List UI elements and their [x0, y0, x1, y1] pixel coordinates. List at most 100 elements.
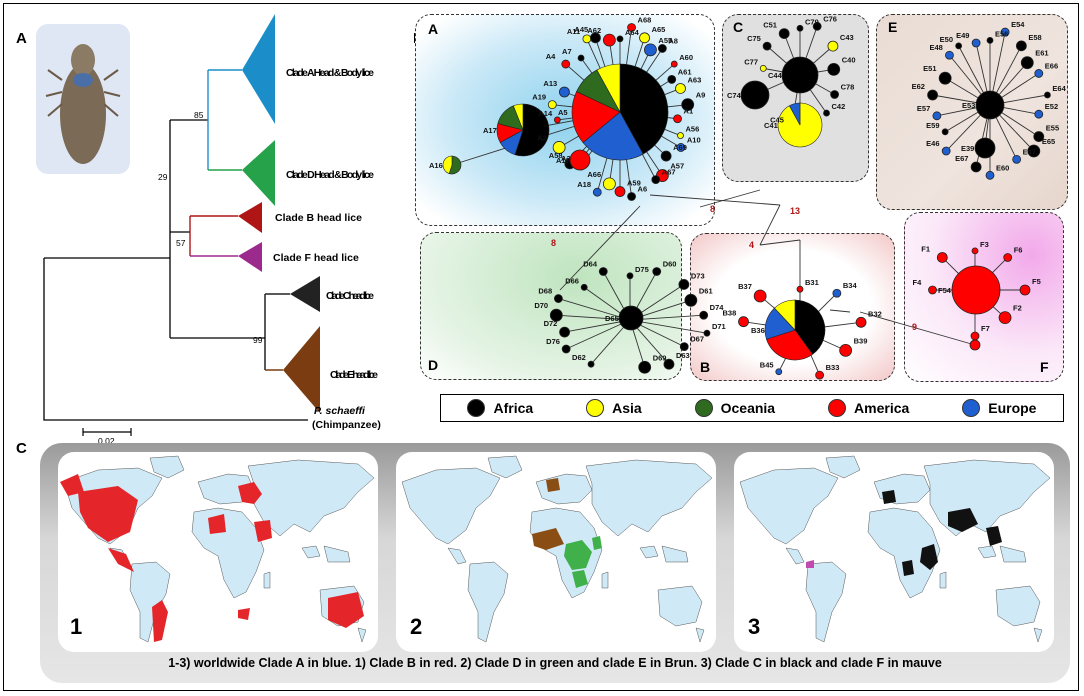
haplotype-label: C74 [727, 91, 742, 100]
haplotype-label: B34 [843, 281, 858, 290]
bootstrap-85: 85 [194, 110, 204, 120]
figure-frame [3, 3, 1079, 691]
haplotype-label: E55 [1046, 124, 1059, 133]
panel-label-a: A [16, 30, 27, 47]
haplotype-label: B38 [723, 309, 737, 318]
haplotype-label: B33 [826, 363, 840, 372]
haplotype-d65 [618, 305, 644, 331]
haplotype-label: A11 [567, 27, 580, 36]
haplotype-label: A9 [696, 91, 706, 100]
haplotype-c74 [740, 80, 770, 110]
clade-a-triangle [242, 14, 275, 124]
haplotype-a9 [681, 98, 695, 112]
haplotype-e62 [927, 89, 938, 101]
haplotype-label: A18 [577, 180, 591, 189]
haplotype-b38 [738, 316, 749, 328]
haplotype-label: F3 [980, 240, 989, 249]
haplotype-f1 [936, 252, 948, 263]
link-label-4: 4 [749, 240, 754, 250]
louse-photo [36, 24, 130, 174]
haplotype-label: A17 [483, 126, 497, 135]
haplotype-e65 [1027, 144, 1041, 158]
haplotype-label: A66 [587, 170, 601, 179]
link-label-9: 9 [912, 322, 917, 332]
haplotype-label: D72 [544, 319, 558, 328]
link-label-8b: 8 [551, 238, 556, 248]
haplotype-d64 [598, 267, 608, 276]
haplotype-b37 [753, 289, 767, 303]
haplotype-label: C79 [805, 17, 819, 26]
network-letter-c: C [733, 19, 743, 35]
haplotype-label: A59 [627, 179, 641, 188]
haplotype-a12 [569, 149, 591, 171]
haplotype-label: E67 [955, 154, 968, 163]
scale-bar: 0.02 [82, 428, 132, 446]
haplotype-label: A65 [652, 25, 666, 34]
haplotype-e66 [1034, 69, 1044, 78]
haplotype-label: A1 [684, 107, 694, 116]
legend-europe: Europe [962, 399, 1036, 417]
haplotype-c40 [827, 62, 841, 76]
haplotype-a68 [627, 23, 636, 32]
haplotype-d74 [699, 310, 709, 320]
haplotype-b33 [815, 370, 825, 380]
haplotype-e47 [1012, 154, 1022, 164]
haplotype-a19 [547, 100, 557, 110]
haplotype-f6 [1003, 253, 1013, 262]
haplotype-label: E48 [929, 43, 942, 52]
haplotype-a66 [602, 177, 616, 191]
haplotype-a16 [442, 155, 462, 175]
haplotype-label: D61 [699, 286, 713, 295]
haplotype-label: E59 [926, 121, 939, 130]
haplotype-label: D60 [663, 260, 677, 269]
clade-f-triangle [238, 242, 262, 272]
legend-africa: Africa [467, 399, 533, 417]
haplotype-label: E39 [961, 144, 974, 153]
clade-c-triangle [290, 276, 320, 312]
legend-asia: Asia [586, 399, 642, 417]
haplotype-label: D68 [538, 287, 552, 296]
haplotype-label: A10 [687, 135, 701, 144]
haplotype-label: E52 [1045, 102, 1058, 111]
haplotype-label: F2 [1013, 304, 1022, 313]
haplotype-a63 [675, 83, 686, 94]
haplotype-e50 [955, 42, 963, 50]
haplotype-a55 [644, 43, 657, 57]
network-letter-f: F [1040, 359, 1049, 375]
outgroup-common: (Chimpanzee) [312, 419, 381, 431]
haplotype-label: C43 [840, 33, 854, 42]
haplotype-label: D74 [710, 303, 725, 312]
haplotype-d61 [684, 293, 698, 307]
haplotype-d63 [663, 358, 675, 370]
network-box-d [420, 232, 682, 380]
map-3: 3 [734, 452, 1054, 652]
clade-e-triangle [283, 326, 320, 413]
haplotype-label: A6 [638, 185, 648, 194]
haplotype-label: E49 [956, 31, 969, 40]
haplotype-label: A64 [625, 28, 640, 37]
haplotype-label: D62 [572, 353, 586, 362]
haplotype-e59 [941, 128, 949, 136]
haplotype-label: B32 [868, 309, 882, 318]
asia-swatch [586, 399, 605, 417]
haplotype-e51 [938, 71, 952, 85]
haplotype-label: C41 [764, 121, 778, 130]
oceania-swatch [694, 399, 713, 417]
haplotype-a8 [657, 44, 667, 53]
haplotype-label: A55 [658, 36, 672, 45]
haplotype-label: A68 [638, 15, 652, 24]
haplotype-e46 [941, 146, 951, 156]
haplotype-d67 [679, 342, 689, 352]
clade-a-label-1: Clade A Head & Body lice [286, 67, 374, 79]
haplotype-c79 [796, 24, 804, 32]
haplotype-label: E60 [996, 163, 1009, 172]
clade-d-label: Clade D Head & Body lice [286, 169, 374, 181]
haplotype-d69 [638, 360, 652, 374]
haplotype-d68 [553, 294, 563, 303]
haplotype-d70 [549, 308, 563, 322]
haplotype-label: D69 [653, 353, 667, 362]
haplotype-label: A45 [574, 25, 588, 34]
map-1: 1 [58, 452, 378, 652]
haplotype-label: A13 [543, 79, 557, 88]
haplotype-b45 [775, 368, 783, 376]
